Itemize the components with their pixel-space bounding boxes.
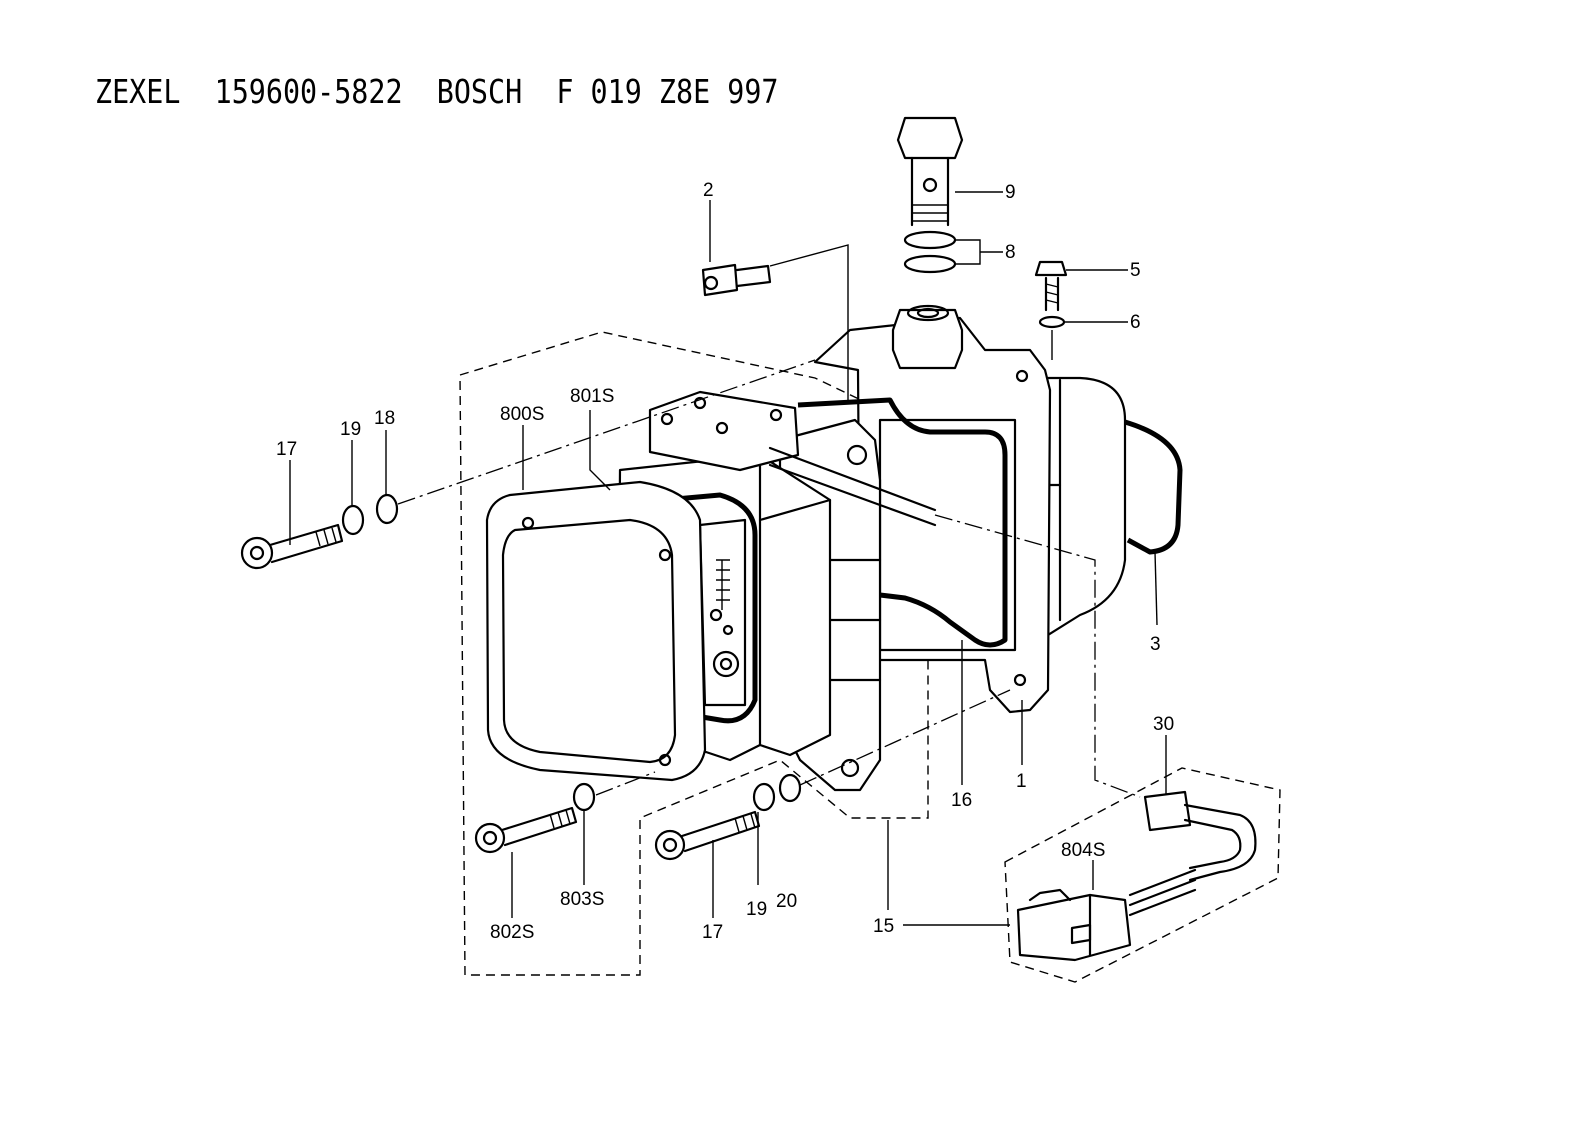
bolt-17-upper xyxy=(240,523,344,570)
banjo-bolt-9 xyxy=(896,116,964,227)
callout-labels: 9 8 5 6 2 3 1 16 15 30 804S 17 19 18 800… xyxy=(276,180,1174,943)
label-800s: 800S xyxy=(500,404,544,425)
zexel-part-number: 159600-5822 xyxy=(214,72,403,111)
label-1: 1 xyxy=(1016,771,1027,792)
label-2: 2 xyxy=(703,180,714,201)
label-5: 5 xyxy=(1130,260,1141,281)
screw-5 xyxy=(1034,260,1068,312)
bolt-2 xyxy=(701,263,772,297)
bolt-17-lower xyxy=(654,810,761,861)
bolt-802s xyxy=(474,806,578,854)
washer-19-upper xyxy=(341,504,365,536)
label-3: 3 xyxy=(1150,634,1161,655)
gasket-3 xyxy=(1124,419,1183,555)
connector-block xyxy=(648,390,937,527)
cover-800s xyxy=(485,480,707,782)
gasket-801s xyxy=(607,492,758,724)
label-17-upper: 17 xyxy=(276,439,297,460)
connector-804s xyxy=(1016,888,1132,962)
label-19-lower: 19 xyxy=(746,899,767,920)
brand-bosch: BOSCH xyxy=(436,72,523,111)
washer-8b xyxy=(903,254,957,274)
washer-803s xyxy=(572,782,596,812)
washer-8a xyxy=(903,230,957,250)
washer-6 xyxy=(1038,315,1066,329)
group-box-15 xyxy=(459,331,929,976)
label-801s: 801S xyxy=(570,386,614,407)
wiring-harness xyxy=(1128,790,1257,917)
label-18: 18 xyxy=(374,408,395,429)
banjo-fitting-base xyxy=(891,304,964,370)
label-20: 20 xyxy=(776,891,797,912)
bosch-part-number: F 019 Z8E 997 xyxy=(556,72,779,111)
washer-18 xyxy=(375,493,399,525)
label-8: 8 xyxy=(1005,242,1016,263)
washer-20 xyxy=(778,773,802,803)
gasket-16 xyxy=(797,397,1008,648)
label-19-upper: 19 xyxy=(340,419,361,440)
leader-lines xyxy=(289,191,1167,926)
brand-zexel: ZEXEL xyxy=(95,72,181,111)
label-6: 6 xyxy=(1130,312,1141,333)
label-802s: 802S xyxy=(490,922,534,943)
group-box-804s xyxy=(1004,767,1281,983)
label-803s: 803S xyxy=(560,889,604,910)
label-804s: 804S xyxy=(1061,840,1105,861)
washer-19-lower xyxy=(752,782,776,812)
label-9: 9 xyxy=(1005,182,1016,203)
label-16: 16 xyxy=(951,790,972,811)
diagram-title: ZEXEL 159600-5822 BOSCH F 019 Z8E 997 xyxy=(95,72,778,111)
label-30: 30 xyxy=(1153,714,1174,735)
label-17-lower: 17 xyxy=(702,922,723,943)
label-15: 15 xyxy=(873,916,894,937)
